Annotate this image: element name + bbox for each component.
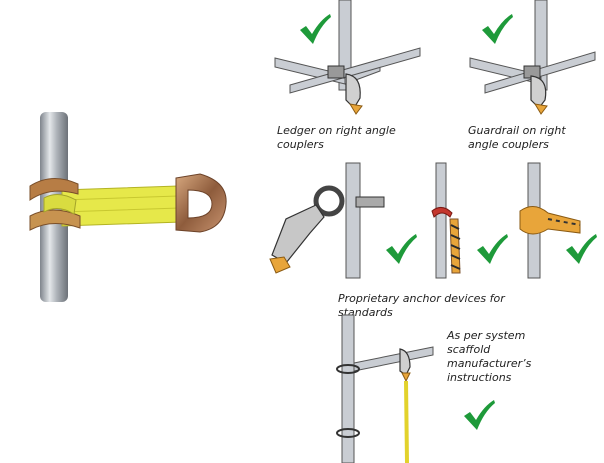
caption-guardrail: Guardrail on right angle couplers bbox=[468, 124, 566, 151]
rosette bbox=[336, 428, 360, 438]
ledger-coupler-drawing bbox=[274, 0, 421, 115]
check-icon bbox=[477, 234, 508, 264]
check-icon bbox=[482, 14, 513, 44]
anchor-eye bbox=[313, 185, 345, 217]
coupler bbox=[327, 65, 345, 79]
anchor-sling-photo bbox=[29, 112, 227, 302]
sling-wrap bbox=[29, 178, 79, 201]
check-icon bbox=[386, 234, 417, 264]
rosette bbox=[336, 364, 360, 374]
check-icon bbox=[300, 14, 331, 44]
snap-hook bbox=[271, 204, 325, 264]
caption-ledger: Ledger on right angle couplers bbox=[277, 124, 396, 151]
yellow-lanyard bbox=[404, 380, 409, 463]
d-ring bbox=[175, 173, 227, 233]
anchor-clamp bbox=[355, 196, 385, 208]
system-scaffold-drawing bbox=[336, 314, 434, 463]
lanyard-standard-drawing bbox=[431, 162, 461, 279]
ledger-tube bbox=[353, 346, 434, 372]
guardrail-coupler-drawing bbox=[469, 0, 596, 115]
sling-standard-drawing bbox=[519, 162, 581, 279]
check-icon bbox=[566, 234, 597, 264]
caption-system: As per system scaffold manufacturer’s in… bbox=[447, 329, 532, 384]
proprietary-anchor-hook-drawing bbox=[269, 162, 385, 279]
check-icon bbox=[464, 400, 495, 430]
